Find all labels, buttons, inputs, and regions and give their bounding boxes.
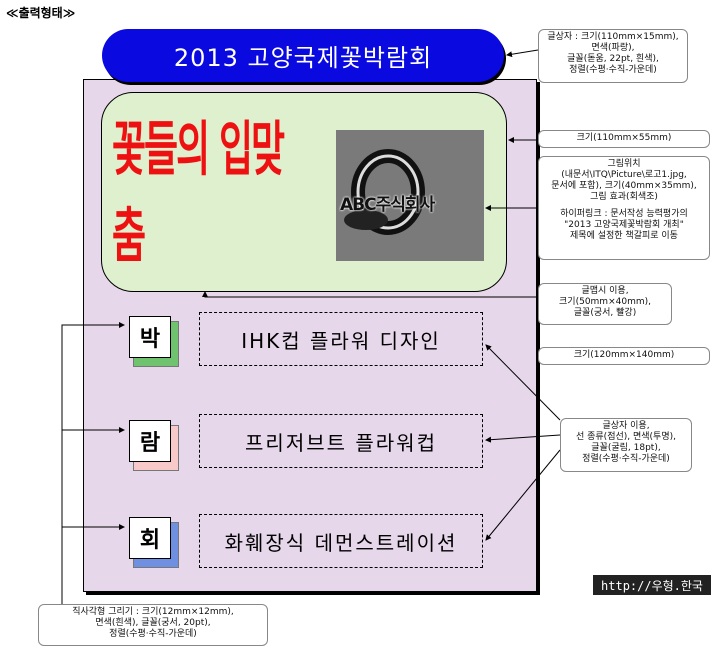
watermark-url: http://우형.한국 (593, 575, 711, 595)
logo-graphic-icon (344, 149, 425, 235)
callout-line: 그림 효과(회색조) (590, 192, 658, 202)
callout-line: 크기(110mm×55mm) (576, 133, 672, 143)
callout-line: 직사각형 그리기 : 크기(12mm×12mm), (72, 607, 234, 617)
callout-line: 글꼴(궁서, 빨강) (573, 308, 637, 318)
rect-char: 회 (129, 517, 171, 559)
title-banner: 2013 고양국제꽃박람회 (102, 29, 504, 82)
logo-text: ABC주식회사 (340, 195, 435, 215)
logo-image[interactable] (336, 130, 484, 261)
callout-rect: 직사각형 그리기 : 크기(12mm×12mm), 면색(흰색), 글꼴(궁서,… (38, 604, 268, 646)
textbox-item: IHK컵 플라워 디자인 (199, 312, 483, 366)
callout-line: "2013 고양국제꽃박람회 개최" (564, 220, 684, 230)
callout-line: 글상자 이용, (602, 421, 650, 431)
callout-title-box: 글상자 : 크기(110mm×15mm), 면색(파랑), 글꼴(돋움, 22p… (538, 29, 688, 83)
rect-char: 람 (129, 420, 171, 462)
callout-line: 면색(파랑), (591, 43, 635, 53)
callout-line: 글꼴(돋움, 22pt, 흰색), (567, 54, 659, 64)
callout-line: 면색(흰색), 글꼴(궁서, 20pt), (95, 618, 211, 628)
callout-line: 글꼴(굴림, 18pt), (591, 443, 661, 453)
callout-line: 정렬(수평·수직-가운데) (109, 629, 197, 639)
callout-line: 글맵시 이용, (581, 286, 629, 296)
callout-line: 글상자 : 크기(110mm×15mm), (547, 32, 679, 42)
callout-line: 제목에 설정한 책갈피로 이동 (570, 231, 678, 241)
textbox-item: 화훼장식 데먼스트레이션 (199, 514, 483, 568)
output-form-label: ≪출력형태≫ (6, 6, 76, 20)
callout-line: 그림위치 (607, 159, 641, 169)
callout-panel-size: 크기(120mm×140mm) (538, 347, 710, 365)
rect-char: 박 (129, 316, 171, 358)
callout-clipart: 글맵시 이용, 크기(50mm×40mm), 글꼴(궁서, 빨강) (538, 283, 672, 325)
textbox-item: 프리저브트 플라워컵 (199, 414, 483, 468)
callout-line: 정렬(수평·수직-가운데) (582, 454, 670, 464)
callout-textbox: 글상자 이용, 선 종류(점선), 면색(투명), 글꼴(굴림, 18pt), … (560, 418, 692, 472)
callout-line: 선 종류(점선), 면색(투명), (575, 432, 676, 442)
callout-line: 하이퍼링크 : 문서작성 능력평가의 (560, 209, 688, 219)
callout-line: 정렬(수평·수직-가운데) (569, 65, 657, 75)
callout-line: 크기(120mm×140mm) (573, 350, 675, 360)
poster-headline: 꽃들의 입맞춤 (112, 115, 285, 271)
callout-line: 크기(50mm×40mm), (559, 297, 651, 307)
callout-poster-size: 크기(110mm×55mm) (538, 130, 710, 148)
callout-line: 문서에 포함), 크기(40mm×35mm), (551, 181, 697, 191)
callout-picture: 그림위치 (내문서\ITQ\Picture\로고1.jpg, 문서에 포함), … (538, 156, 710, 260)
callout-line: (내문서\ITQ\Picture\로고1.jpg, (561, 170, 687, 180)
